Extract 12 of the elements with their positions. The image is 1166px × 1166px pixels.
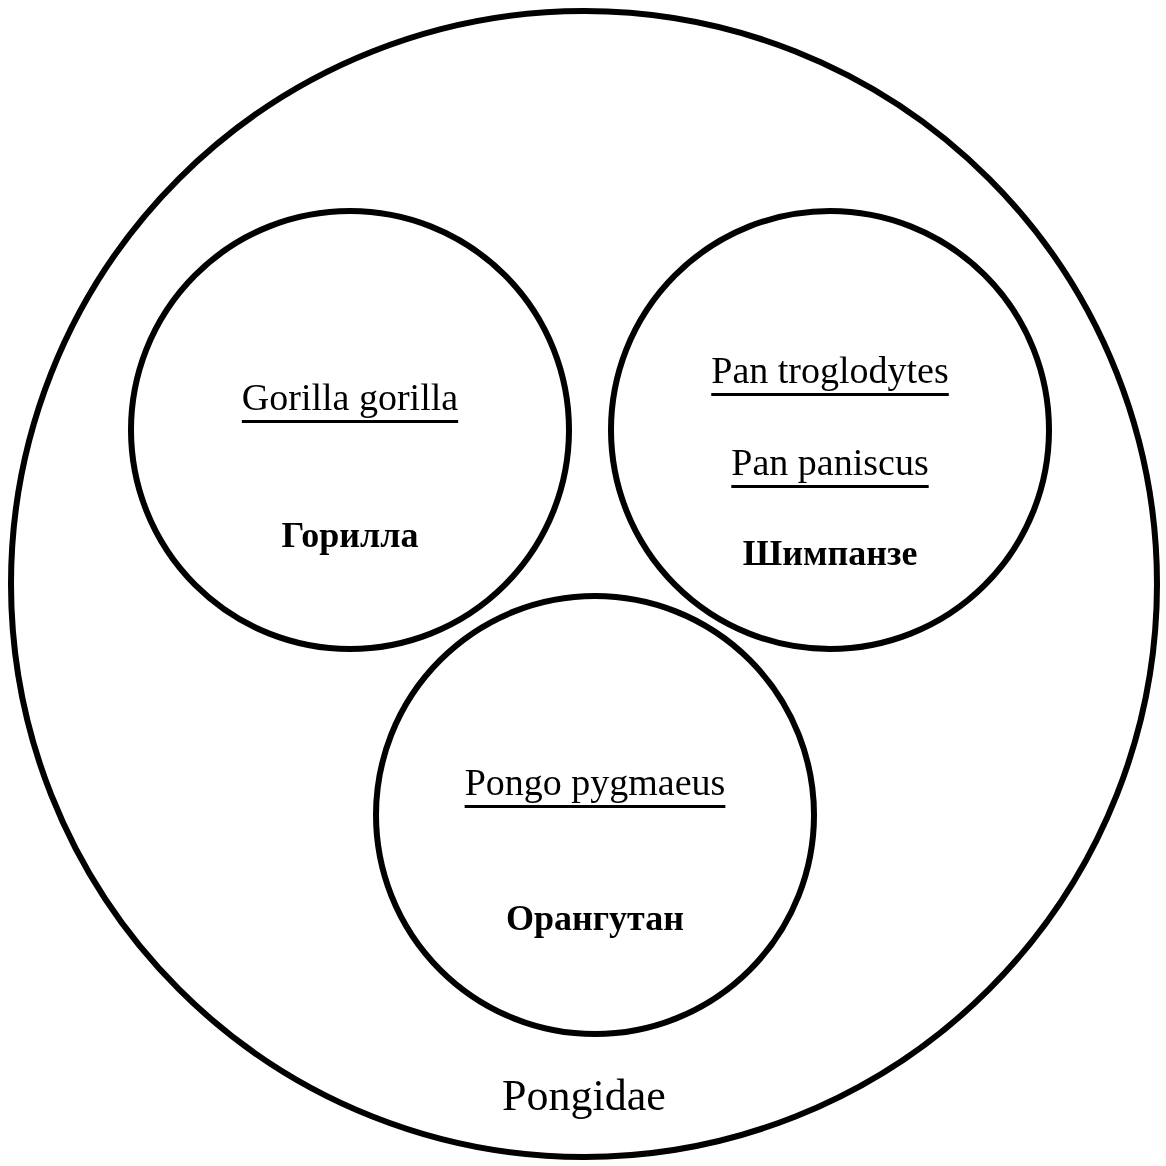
circle-node: [128, 208, 572, 652]
species-name: Pan paniscus: [731, 440, 929, 484]
species-name: Pongo pygmaeus: [464, 760, 726, 804]
common-name: Орангутан: [506, 897, 684, 939]
family-name: Pongidae: [502, 1069, 666, 1121]
circle-node: [373, 593, 817, 1037]
common-name: Шимпанзе: [742, 532, 918, 574]
common-name: Горилла: [281, 514, 419, 556]
circle-node: [8, 8, 1160, 1160]
species-name: Pan troglodytes: [711, 348, 949, 392]
circle-node: [608, 208, 1052, 652]
species-name: Gorilla gorilla: [241, 375, 459, 419]
